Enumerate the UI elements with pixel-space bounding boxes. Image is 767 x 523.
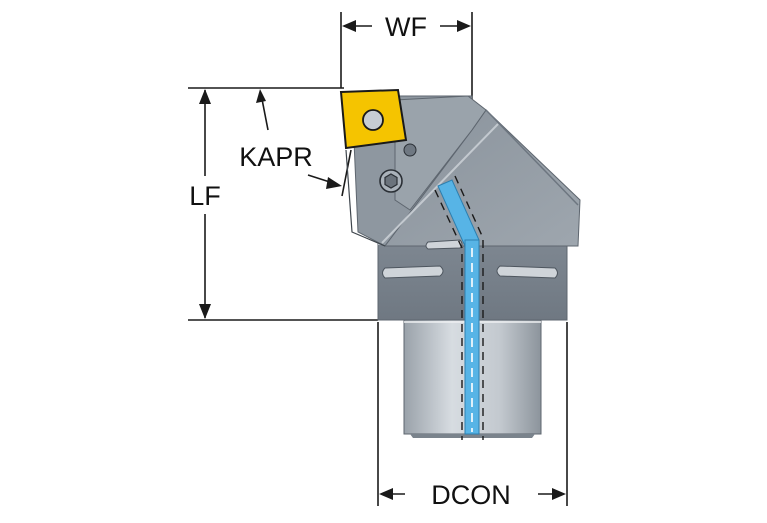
- head-right-edge: [485, 109, 579, 206]
- kapr-arrow-top: [256, 89, 266, 103]
- head-diagonal-edge: [381, 123, 499, 244]
- coolant-hidden-left: [434, 189, 463, 440]
- kapr-extension: [341, 149, 352, 197]
- shank-bottom-chamfer: [410, 434, 535, 438]
- coolant-channel-vertical: [464, 239, 480, 435]
- kapr-label: KAPR: [239, 142, 313, 172]
- head-outline: [345, 149, 386, 247]
- dcon-arrow-left: [379, 488, 393, 500]
- slot-right: [496, 265, 558, 279]
- slot-left: [382, 265, 444, 279]
- locating-pin: [403, 143, 417, 157]
- dcon-label: DCON: [431, 480, 511, 510]
- coolant-hidden-right: [454, 175, 484, 440]
- wf-arrow-left: [342, 20, 356, 32]
- screw-hex-socket: [384, 173, 398, 189]
- insert-hole: [362, 109, 384, 131]
- lf-arrow-top: [199, 89, 211, 104]
- lf-label: LF: [189, 181, 221, 211]
- slot-center: [425, 239, 463, 250]
- wf-label: WF: [385, 12, 427, 42]
- lf-dimension: [188, 87, 378, 321]
- head-upper-block: [394, 95, 487, 211]
- wf-arrow-right: [457, 20, 471, 32]
- kapr-arrow-bottom: [326, 177, 342, 189]
- dcon-arrow-right: [552, 488, 566, 500]
- lf-arrow-bottom: [199, 304, 211, 319]
- tool-body: [339, 88, 581, 440]
